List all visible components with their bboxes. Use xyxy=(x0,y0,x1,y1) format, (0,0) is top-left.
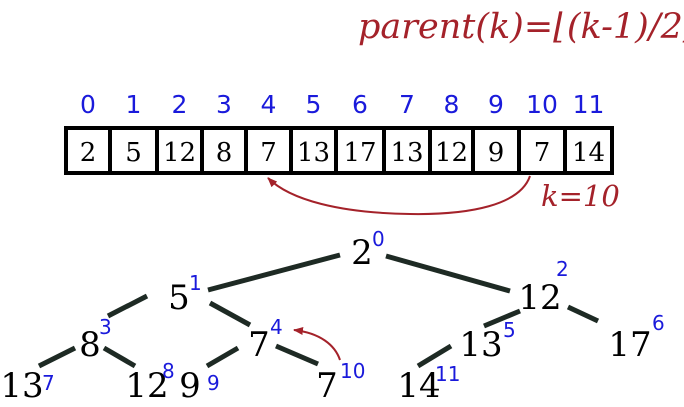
tree-node-value: 13 xyxy=(0,366,43,406)
array-index-label: 8 xyxy=(444,90,460,119)
tree-node-value: 8 xyxy=(79,325,101,365)
tree-node-index: 9 xyxy=(207,371,220,395)
array-cell-value: 12 xyxy=(163,138,196,168)
array-index-label: 0 xyxy=(80,90,96,119)
tree-node-index: 10 xyxy=(340,359,365,383)
k-label: k=10 xyxy=(541,179,620,213)
edge-4-10 xyxy=(275,343,319,367)
array-index-label: 10 xyxy=(526,90,558,119)
array-parent-arrow xyxy=(267,175,531,216)
edge-4-9 xyxy=(205,345,240,369)
edge-1-3 xyxy=(106,293,149,319)
array-cell-value: 7 xyxy=(260,138,277,168)
tree-edges xyxy=(37,252,600,369)
tree-node: 137 xyxy=(0,366,54,406)
edge-2-6 xyxy=(566,304,600,324)
array-cell xyxy=(563,126,614,175)
tree-node-index: 2 xyxy=(556,257,569,281)
array-cell-value: 5 xyxy=(125,138,142,168)
tree-node-value: 12 xyxy=(125,366,168,406)
edge-0-1 xyxy=(207,252,341,293)
tree-node-index: 8 xyxy=(162,359,175,383)
array-cell-value: 8 xyxy=(216,138,233,168)
tree-node-value: 12 xyxy=(518,278,561,318)
tree-node-value: 17 xyxy=(608,325,651,365)
array-cell-value: 9 xyxy=(488,138,505,168)
tree-node-index: 0 xyxy=(372,227,385,251)
array-index-label: 3 xyxy=(216,90,232,119)
edge-5-11 xyxy=(416,343,453,369)
tree-node-index: 4 xyxy=(270,315,283,339)
tree-node: 176 xyxy=(608,311,664,365)
array-cell-value: 13 xyxy=(390,138,423,168)
array-cell-value: 17 xyxy=(343,138,376,168)
array-index-label: 5 xyxy=(306,90,322,119)
array-index-label: 11 xyxy=(573,90,605,119)
tree-node-index: 6 xyxy=(652,311,665,335)
edge-1-4 xyxy=(208,300,252,328)
array-index-label: 4 xyxy=(261,90,277,119)
tree-node: 122 xyxy=(518,257,568,318)
array-cell-value: 2 xyxy=(80,138,97,168)
array-cell xyxy=(244,126,293,175)
tree-node: 83 xyxy=(79,315,112,365)
array-index-label: 2 xyxy=(172,90,188,119)
tree-node-index: 5 xyxy=(503,318,516,342)
array-cell-value: 12 xyxy=(435,138,468,168)
array-cell xyxy=(108,126,159,175)
array-cell-value: 14 xyxy=(572,138,605,168)
tree-node-index: 7 xyxy=(42,371,55,395)
edge-0-2 xyxy=(385,253,511,294)
array-cell xyxy=(471,126,521,175)
array-index-label: 7 xyxy=(399,90,415,119)
tree-node-value: 2 xyxy=(351,233,373,273)
array-cell-value: 7 xyxy=(534,138,551,168)
array-cell xyxy=(155,126,204,175)
edge-3-8 xyxy=(102,345,137,369)
tree-node-index: 11 xyxy=(435,362,460,386)
tree-node-index: 3 xyxy=(99,315,112,339)
tree-parent-arrow xyxy=(293,327,341,361)
tree-node-value: 7 xyxy=(248,325,270,365)
tree-node-value: 5 xyxy=(168,278,190,318)
array-cell xyxy=(64,126,112,175)
edge-2-5 xyxy=(483,308,521,329)
tree-node-value: 13 xyxy=(459,325,502,365)
array-index-label: 6 xyxy=(352,90,368,119)
array-index-label: 1 xyxy=(126,90,142,119)
array-index-label: 9 xyxy=(488,90,504,119)
array-cell xyxy=(428,126,475,175)
tree-node-value: 14 xyxy=(397,366,440,406)
tree-node-value: 7 xyxy=(316,366,338,406)
edge-3-7 xyxy=(37,345,77,369)
tree-node: 128 xyxy=(125,359,174,406)
parent-formula: parent(k)=⌊(k-1)/2⌋ xyxy=(358,7,684,47)
array-cell-value: 13 xyxy=(297,138,330,168)
tree-node-index: 1 xyxy=(189,271,202,295)
tree-node-value: 9 xyxy=(179,366,201,406)
array-cell xyxy=(382,126,432,175)
